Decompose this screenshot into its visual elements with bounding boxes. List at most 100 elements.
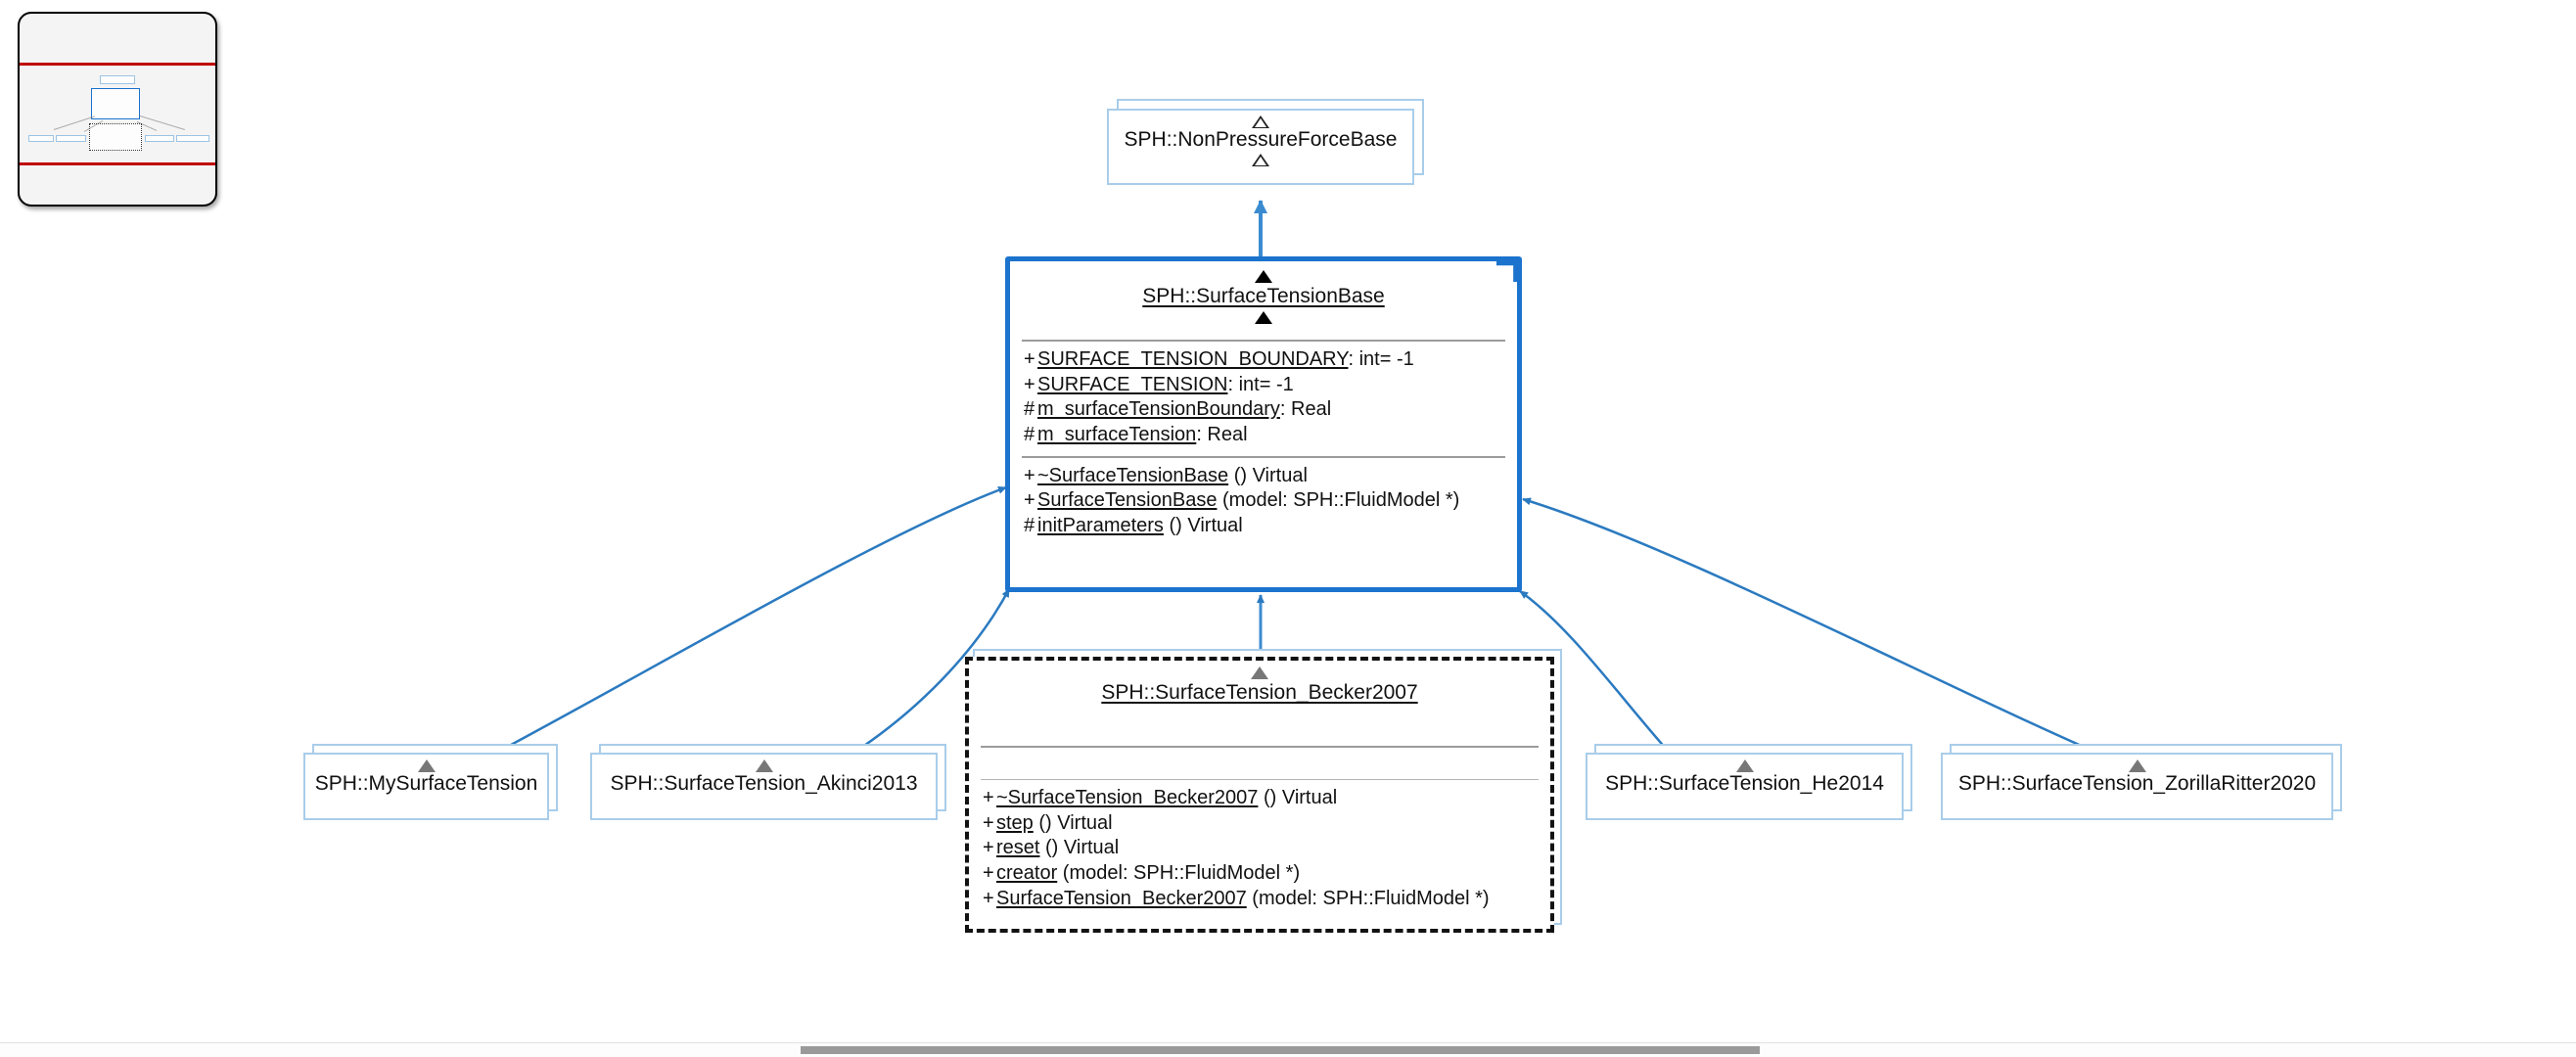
operation-row: +step () Virtual — [983, 811, 1537, 837]
minimap-viewport-top-line — [20, 63, 215, 66]
attribute-signature: : int= -1 — [1348, 348, 1414, 371]
minimap-node-mysurfacetension — [28, 135, 54, 142]
operation-signature: () Virtual — [1039, 837, 1120, 859]
node-body[interactable]: SPH::SurfaceTension_He2014 — [1586, 753, 1904, 820]
diagram-overview-minimap[interactable] — [18, 12, 217, 207]
horizontal-scrollbar[interactable] — [0, 1042, 2576, 1057]
minimap-node-zorillaritter2020 — [176, 135, 209, 142]
filled-black-triangle-icon — [1255, 270, 1272, 283]
visibility-marker: # — [1024, 423, 1035, 445]
class-node-surfacetension-akinci2013[interactable]: SPH::SurfaceTension_Akinci2013 — [590, 744, 946, 820]
attribute-signature: : int= -1 — [1227, 373, 1294, 395]
compartment-divider — [1022, 340, 1505, 343]
visibility-marker: + — [983, 887, 994, 909]
operation-signature: () Virtual — [1163, 514, 1243, 536]
filled-gray-triangle-icon — [1251, 666, 1268, 679]
filled-gray-triangle-icon — [417, 759, 436, 772]
visibility-marker: # — [1024, 398, 1035, 421]
operation-name: SurfaceTensionBase — [1037, 489, 1218, 512]
visibility-marker: + — [983, 837, 994, 859]
attribute-name: SURFACE_TENSION — [1037, 373, 1228, 395]
attribute-signature: : Real — [1279, 398, 1332, 421]
operations-compartment: +~SurfaceTensionBase () Virtual+SurfaceT… — [1010, 458, 1517, 543]
operation-signature: () Virtual — [1033, 811, 1113, 834]
visibility-marker: + — [1024, 489, 1035, 512]
class-title-text: SPH::SurfaceTension_Becker2007 — [1101, 681, 1418, 704]
minimap-node-nonpressureforcebase — [100, 75, 135, 84]
class-title: SPH::SurfaceTensionBase — [1010, 285, 1517, 308]
operation-row: +~SurfaceTension_Becker2007 () Virtual — [983, 786, 1537, 811]
operation-name: step — [996, 811, 1034, 834]
node-body[interactable]: SPH::SurfaceTension_ZorillaRitter2020 — [1941, 753, 2333, 820]
class-node-surfacetension-he2014[interactable]: SPH::SurfaceTension_He2014 — [1586, 744, 1912, 820]
operation-signature: (model: SPH::FluidModel *) — [1057, 861, 1301, 884]
attribute-row: #m_surfaceTension: Real — [1024, 423, 1503, 448]
visibility-marker: # — [1024, 514, 1035, 536]
minimap-node-surfacetensionbase — [91, 88, 140, 119]
operation-row: +SurfaceTensionBase (model: SPH::FluidMo… — [1024, 488, 1503, 514]
operation-row: +SurfaceTension_Becker2007 (model: SPH::… — [983, 887, 1537, 912]
node-body[interactable]: SPH::SurfaceTension_Akinci2013 — [590, 753, 938, 820]
horizontal-scrollbar-thumb[interactable] — [801, 1046, 1760, 1054]
operation-name: SurfaceTension_Becker2007 — [996, 887, 1247, 909]
attributes-compartment: +SURFACE_TENSION_BOUNDARY: int= -1+SURFA… — [1010, 342, 1517, 451]
hollow-triangle-icon — [1252, 115, 1269, 128]
operation-name: ~SurfaceTensionBase — [1037, 464, 1229, 486]
operation-row: +~SurfaceTensionBase () Virtual — [1024, 464, 1503, 489]
corner-fold-icon — [1496, 261, 1517, 282]
visibility-marker: + — [1024, 348, 1035, 371]
minimap-edge — [139, 115, 186, 131]
class-node-nonpressureforcebase[interactable]: SPH::NonPressureForceBase — [1107, 99, 1424, 185]
attribute-signature: : Real — [1196, 423, 1248, 445]
class-title: SPH::SurfaceTension_He2014 — [1605, 772, 1884, 795]
filled-gray-triangle-icon — [1735, 759, 1754, 772]
compartment-divider — [981, 746, 1539, 749]
operation-signature: () Virtual — [1228, 464, 1308, 486]
minimap-node-akinci2013 — [56, 135, 86, 142]
visibility-marker: + — [983, 861, 994, 884]
class-node-surfacetension-zorillaritter2020[interactable]: SPH::SurfaceTension_ZorillaRitter2020 — [1941, 744, 2342, 820]
minimap-node-becker2007 — [89, 123, 142, 151]
class-node-surfacetension-becker2007[interactable]: SPH::SurfaceTension_Becker2007 +~Surface… — [965, 649, 1562, 933]
attribute-row: +SURFACE_TENSION_BOUNDARY: int= -1 — [1024, 347, 1503, 373]
node-body[interactable]: SPH::SurfaceTensionBase +SURFACE_TENSION… — [1005, 256, 1522, 592]
class-title: SPH::NonPressureForceBase — [1124, 128, 1398, 151]
node-body[interactable]: SPH::NonPressureForceBase — [1107, 109, 1414, 185]
operation-row: +creator (model: SPH::FluidModel *) — [983, 861, 1537, 887]
filled-gray-triangle-icon — [755, 759, 773, 772]
visibility-marker: + — [983, 787, 994, 809]
edge-mysurfacetension-to-surfacetensionbase — [466, 485, 1007, 770]
operations-compartment: +~SurfaceTension_Becker2007 () Virtual+s… — [969, 780, 1550, 915]
class-node-mysurfacetension[interactable]: SPH::MySurfaceTension — [303, 744, 558, 820]
compartment-divider — [1022, 455, 1505, 458]
edge-zorillaritter2020-to-surfacetensionbase — [1522, 497, 2135, 770]
compartment-divider — [981, 779, 1539, 781]
operation-name: creator — [996, 861, 1058, 884]
operation-signature: (model: SPH::FluidModel *) — [1217, 489, 1460, 512]
class-title: SPH::SurfaceTension_Akinci2013 — [610, 772, 918, 795]
class-title: SPH::SurfaceTension_ZorillaRitter2020 — [1957, 772, 2317, 795]
visibility-marker: + — [1024, 373, 1035, 395]
minimap-viewport-bottom-line — [20, 162, 215, 165]
attribute-row: +SURFACE_TENSION: int= -1 — [1024, 373, 1503, 398]
class-node-surfacetensionbase[interactable]: SPH::SurfaceTensionBase +SURFACE_TENSION… — [1005, 256, 1522, 592]
node-body[interactable]: SPH::SurfaceTension_Becker2007 +~Surface… — [965, 657, 1554, 933]
attribute-name: SURFACE_TENSION_BOUNDARY — [1037, 348, 1349, 371]
operation-name: reset — [996, 837, 1040, 859]
attribute-name: m_surfaceTensionBoundary — [1037, 398, 1280, 421]
class-title: SPH::SurfaceTension_Becker2007 — [969, 681, 1550, 705]
attributes-compartment — [969, 748, 1550, 779]
class-title-text: SPH::SurfaceTensionBase — [1142, 285, 1385, 307]
operation-name: ~SurfaceTension_Becker2007 — [996, 787, 1259, 809]
filled-gray-triangle-icon — [2128, 759, 2146, 772]
minimap-node-he2014 — [145, 135, 174, 142]
operation-row: +reset () Virtual — [983, 836, 1537, 861]
node-body[interactable]: SPH::MySurfaceTension — [303, 753, 549, 820]
visibility-marker: + — [1024, 464, 1035, 486]
attribute-row: #m_surfaceTensionBoundary: Real — [1024, 397, 1503, 423]
class-title: SPH::MySurfaceTension — [314, 772, 538, 795]
visibility-marker: + — [983, 811, 994, 834]
hollow-triangle-icon — [1252, 154, 1269, 167]
attribute-name: m_surfaceTension — [1037, 423, 1197, 445]
